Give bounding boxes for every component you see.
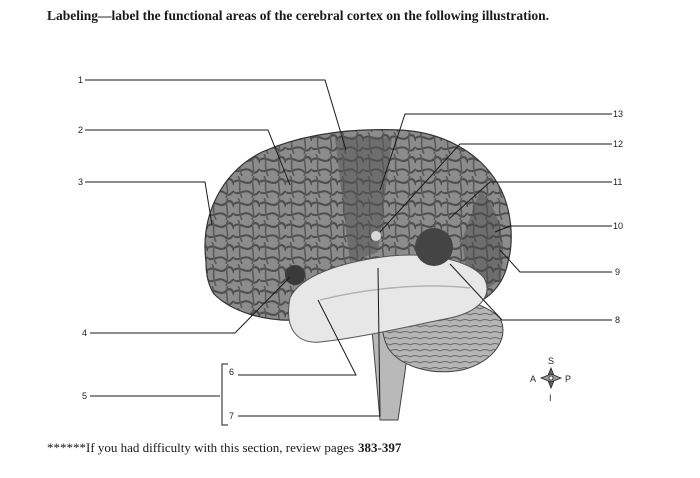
bracket-5 [221, 363, 228, 426]
review-pages: 383-397 [358, 440, 402, 455]
label-6: 6 [229, 367, 234, 377]
orientation-compass: S I A P [530, 356, 571, 403]
leader-13 [379, 113, 612, 191]
leader-8 [449, 263, 612, 321]
label-12: 12 [613, 139, 623, 149]
label-5: 5 [82, 391, 87, 401]
label-2: 2 [78, 125, 83, 135]
gustatory-spot [371, 231, 381, 241]
worksheet-title: Labeling—label the functional areas of t… [47, 8, 549, 23]
label-11: 11 [613, 177, 622, 187]
compass-inferior: I [549, 393, 552, 403]
brocas-area [285, 265, 305, 285]
label-1: 1 [78, 75, 83, 85]
leader-9 [499, 249, 612, 273]
leader-4 [90, 276, 291, 334]
leader-10 [494, 225, 612, 233]
leader-2 [85, 129, 291, 186]
leader-7 [238, 267, 381, 417]
compass-superior: S [548, 356, 554, 366]
review-note-text: ******If you had difficulty with this se… [47, 440, 355, 455]
label-8: 8 [615, 315, 620, 325]
compass-posterior: P [565, 374, 571, 384]
review-note: ******If you had difficulty with this se… [47, 440, 401, 456]
leader-11 [449, 181, 612, 219]
label-9: 9 [615, 267, 620, 277]
label-10: 10 [613, 221, 623, 231]
compass-anterior: A [530, 374, 536, 384]
leader-12 [379, 143, 612, 233]
wernickes-area [415, 228, 453, 266]
label-4: 4 [82, 328, 87, 338]
label-3: 3 [78, 177, 83, 187]
leader-6 [238, 299, 357, 376]
leader-3 [85, 181, 213, 226]
label-7: 7 [229, 411, 234, 421]
label-13: 13 [613, 109, 623, 119]
leader-1 [85, 79, 347, 151]
central-strip [335, 136, 392, 262]
